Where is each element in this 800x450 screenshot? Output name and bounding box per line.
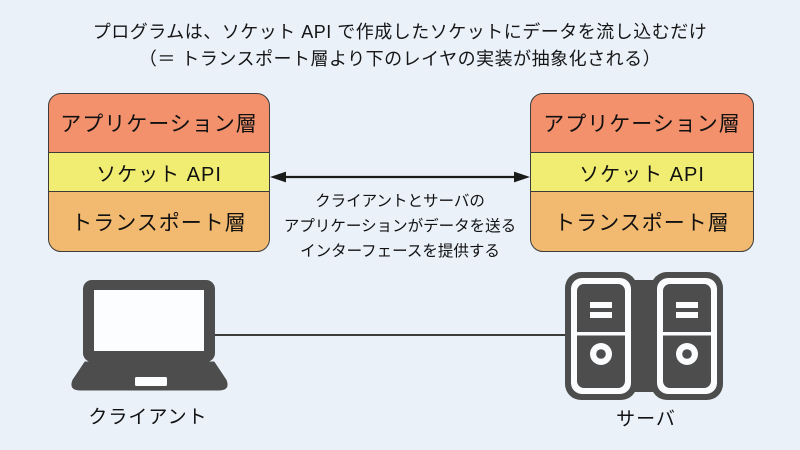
client-socket-api-box: ソケット API — [49, 152, 269, 192]
client-protocol-stack: アプリケーション層 ソケット API トランスポート層 — [48, 93, 270, 252]
server-application-layer-box: アプリケーション層 — [531, 94, 753, 152]
title-line-1: プログラムは、ソケット API で作成したソケットにデータを流し込むだけ — [92, 22, 708, 42]
server-tower-left — [565, 272, 637, 400]
client-label: クライアント — [88, 407, 208, 428]
server-socket-api-box: ソケット API — [531, 152, 753, 192]
double-headed-arrow-icon — [270, 171, 530, 183]
client-transport-layer-box: トランスポート層 — [49, 192, 269, 251]
laptop-icon — [71, 280, 228, 391]
server-label: サーバ — [616, 409, 676, 430]
diagram-title: プログラムは、ソケット API で作成したソケットにデータを流し込むだけ （＝ … — [0, 19, 800, 73]
annotation-line-2: アプリケーションがデータを送る — [283, 218, 517, 235]
server-towers-icon — [565, 272, 723, 400]
annotation-line-3: インターフェースを提供する — [300, 243, 500, 260]
server-transport-layer-box: トランスポート層 — [531, 192, 753, 251]
server-tower-right — [651, 272, 723, 400]
client-application-layer-box: アプリケーション層 — [49, 94, 269, 152]
annotation-line-1: クライアントとサーバの — [315, 193, 485, 210]
server-protocol-stack: アプリケーション層 ソケット API トランスポート層 — [530, 93, 754, 252]
title-line-2: （＝ トランスポート層より下のレイヤの実装が抽象化される） — [138, 49, 662, 69]
network-connection-line — [215, 334, 567, 337]
socket-api-annotation: クライアントとサーバの アプリケーションがデータを送る インターフェースを提供す… — [284, 189, 516, 264]
